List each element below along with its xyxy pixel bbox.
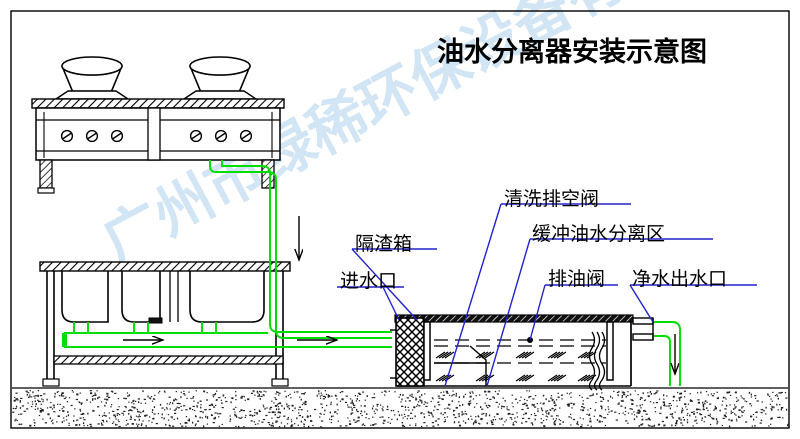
drain-piping xyxy=(63,160,681,386)
wok-left xyxy=(61,56,123,98)
internal-baffle xyxy=(434,345,487,386)
label-huanchong-youshui-fenliqu: 缓冲油水分离区 xyxy=(532,224,666,245)
outlet-weir-plate xyxy=(606,321,614,381)
water-level-lines xyxy=(434,339,606,364)
separator-lid xyxy=(394,314,634,323)
separator-unit xyxy=(390,314,654,391)
leader-paiyou xyxy=(529,284,546,341)
burner-ring-right xyxy=(181,90,259,100)
ground-layer xyxy=(12,387,790,428)
label-gezha-xiang: 隔渣箱 xyxy=(355,234,413,255)
stove-unit xyxy=(31,56,285,194)
flow-arrows xyxy=(123,216,675,374)
page-title: 油水分离器安装示意图 xyxy=(437,37,707,67)
leader-lines xyxy=(337,203,757,387)
label-jinshui-kou: 进水口 xyxy=(340,271,398,292)
leader-jinshui xyxy=(382,286,400,321)
leader-jingshui xyxy=(629,284,654,323)
label-jingshui-chushui-kou: 净水出水口 xyxy=(632,269,728,290)
filter-frame-plate xyxy=(423,321,431,381)
stove-countertop xyxy=(31,98,285,109)
corrugated-plate xyxy=(588,331,606,391)
drain-end-cap xyxy=(62,333,67,347)
label-qingxi-paikong-fa: 清洗排空阀 xyxy=(504,189,600,210)
flow-tick-marks xyxy=(435,351,597,382)
basin-3 xyxy=(189,271,265,323)
basin-1 xyxy=(61,271,109,323)
stove-knobs xyxy=(60,129,253,143)
label-paiyou-fa: 排油阀 xyxy=(548,269,606,290)
leader-qingxi xyxy=(444,203,502,387)
sink-countertop xyxy=(39,261,291,272)
residue-filter-box xyxy=(395,317,425,387)
leader-huanchong xyxy=(486,238,531,387)
sink-unit xyxy=(39,261,291,387)
burner-ring-left xyxy=(53,90,131,100)
sink-lower-rail xyxy=(53,355,284,365)
basin-2 xyxy=(121,271,161,323)
leader-gezha xyxy=(351,248,418,321)
